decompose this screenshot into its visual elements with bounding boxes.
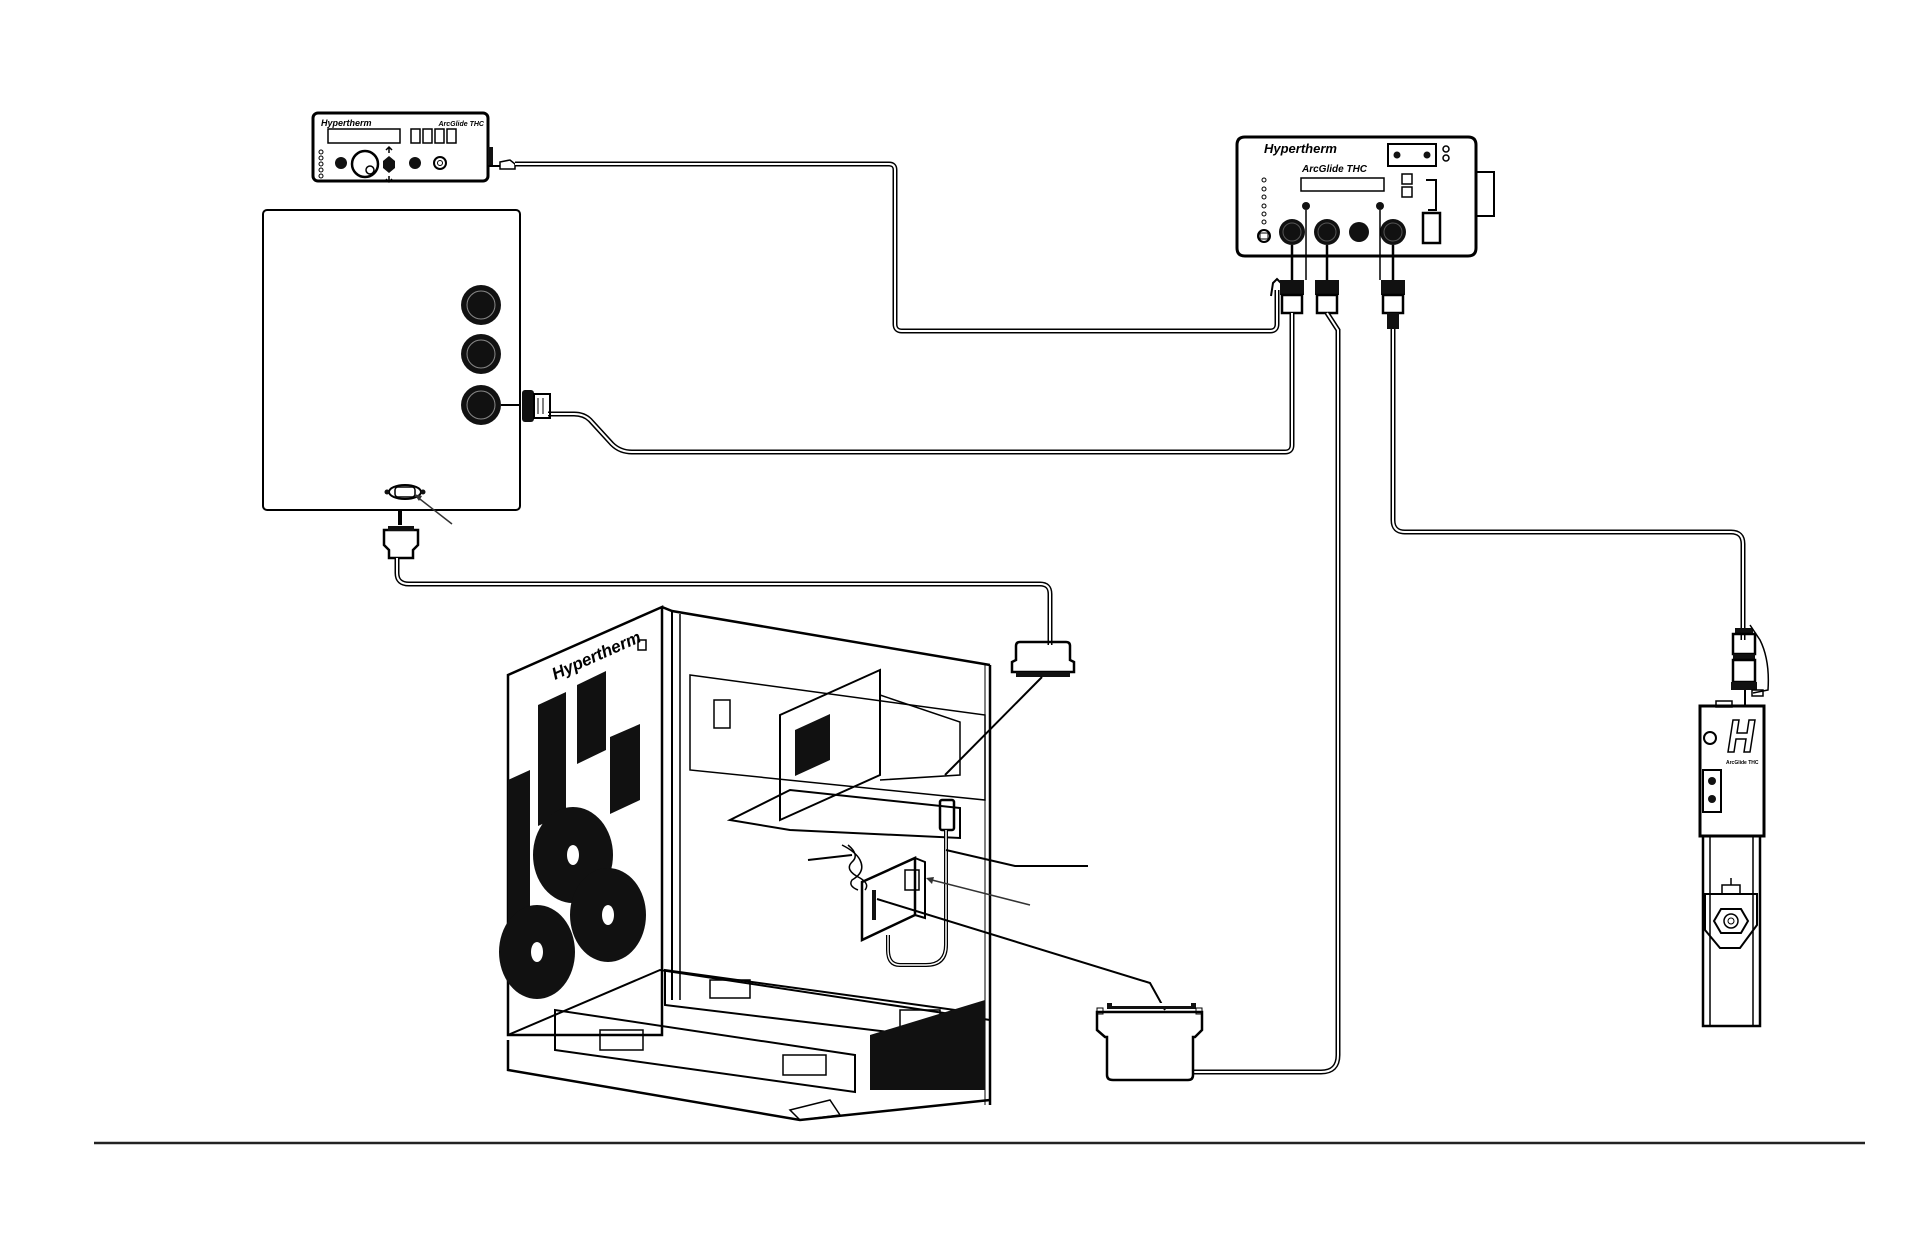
pendant-button-left: [335, 157, 347, 169]
voltage-divider-board: [860, 856, 926, 942]
power-supply-rear-vent: [870, 1000, 985, 1090]
pendant-retract-button: [433, 156, 447, 170]
power-supply-db-plug-top: [1010, 640, 1076, 677]
cnc-port-1: [461, 285, 501, 325]
thc-power-connector: [1421, 211, 1442, 245]
cnc-port-3: [461, 385, 501, 425]
lifter-cable: [1390, 329, 1746, 640]
plasma-power-supply: Hypertherm: [499, 605, 1166, 1122]
cnc-thc-plug: [522, 390, 551, 422]
thc-ethernet-port: [1257, 229, 1271, 243]
pendant-brand-text: Hypertherm: [321, 118, 372, 128]
thc-model-text: ArcGlide THC: [1301, 164, 1368, 175]
thc-control-module: Hypertherm ArcGlide THC: [1235, 135, 1495, 258]
plasma-io-db-connector: [1095, 1003, 1204, 1082]
thc-display: [1300, 177, 1385, 192]
remote-pendant: Hypertherm ArcGlide THC: [311, 111, 493, 184]
cnc-db9-port: [384, 484, 426, 500]
thc-aux-port: [1349, 222, 1369, 242]
cnc-thc-cable: [548, 313, 1295, 455]
pendant-auto-manual-button: [409, 157, 421, 169]
pendant-digit-display: [410, 128, 457, 144]
pendant-jog-button: [383, 145, 395, 184]
cnc-db9-plug: [382, 510, 420, 560]
cnc-port-2: [461, 334, 501, 374]
pendant-knob: [350, 149, 380, 179]
lifter-cable-plug: [1731, 624, 1770, 705]
lifter-torch-mount: [1704, 878, 1758, 949]
power-supply-fan-3: [499, 905, 575, 999]
cnc-to-power-supply-cable: [394, 558, 1053, 645]
pendant-status-leds: [318, 149, 324, 179]
lifter: ArcGlide THC: [1698, 700, 1766, 1028]
pendant-cable: [488, 159, 1284, 334]
pendant-display: [327, 128, 401, 144]
plasma-io-cable: [1193, 311, 1341, 1075]
lifter-model-text: ArcGlide THC: [1726, 760, 1759, 766]
thc-cover-plate: [1387, 143, 1437, 167]
power-supply-skid-lower: [554, 1008, 856, 1094]
thc-brand-text: Hypertherm: [1264, 141, 1337, 156]
thc-status-leds: [1261, 177, 1267, 225]
power-supply-control-board: [779, 668, 961, 822]
cnc-leader-line: [415, 495, 453, 525]
thc-display-select-buttons: [1401, 173, 1413, 198]
pendant-model-text: ArcGlide THC: [437, 121, 484, 128]
lifter-logo-mark: [1727, 719, 1756, 753]
power-supply-interface-connector: [938, 798, 956, 832]
lifter-control-panel: [1702, 769, 1722, 813]
power-supply-vents: [508, 671, 640, 945]
power-supply-fan-2: [570, 868, 646, 962]
cnc-enclosure: [262, 209, 551, 525]
lifter-status-led: [1703, 731, 1717, 745]
